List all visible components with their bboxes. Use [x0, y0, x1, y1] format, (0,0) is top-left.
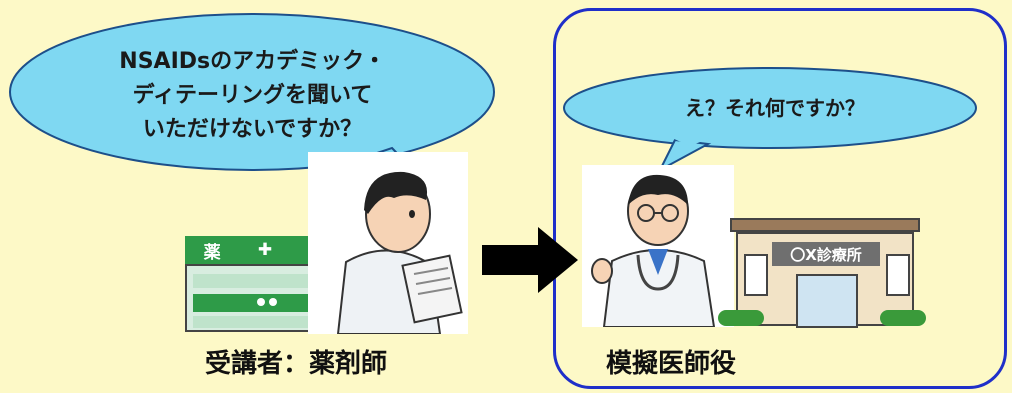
pharmacist-illustration — [308, 152, 468, 334]
right-bubble-text: え？それ何ですか？ — [685, 96, 865, 120]
left-bubble-line-1: NSAIDsのアカデミック・ — [119, 49, 386, 74]
simulated-doctor-panel — [553, 8, 1007, 389]
pharmacy-door — [193, 294, 337, 312]
clinic-illustration: 〇X診療所 — [718, 218, 926, 328]
pharmacy-lower-window — [193, 316, 337, 328]
clinic-shrub-left — [718, 310, 764, 326]
right-speech-bubble — [563, 67, 977, 173]
pharmacy-window — [193, 274, 337, 288]
clinic-window-left — [744, 254, 768, 296]
pharmacy-sign-left: 薬 — [203, 242, 221, 263]
pharmacy-cross-icon: ✚ — [257, 240, 273, 260]
clinic-window-right — [886, 254, 910, 296]
caption-simulated-doctor: 模擬医師役 — [606, 349, 737, 379]
left-bubble-line-2: ディテーリングを聞いて — [132, 83, 373, 108]
clinic-shrub-right — [880, 310, 926, 326]
clinic-door — [796, 274, 858, 328]
left-bubble-line-3: いただけないですか？ — [142, 117, 363, 142]
caption-pharmacist: 受講者：薬剤師 — [205, 349, 388, 379]
left-bubble-text: NSAIDsのアカデミック・ ディテーリングを聞いて いただけないですか？ — [60, 45, 445, 147]
clinic-roof — [730, 218, 920, 232]
clinic-sign: 〇X診療所 — [772, 242, 880, 266]
arrow-right-icon — [482, 227, 578, 293]
doctor-illustration — [582, 165, 734, 327]
